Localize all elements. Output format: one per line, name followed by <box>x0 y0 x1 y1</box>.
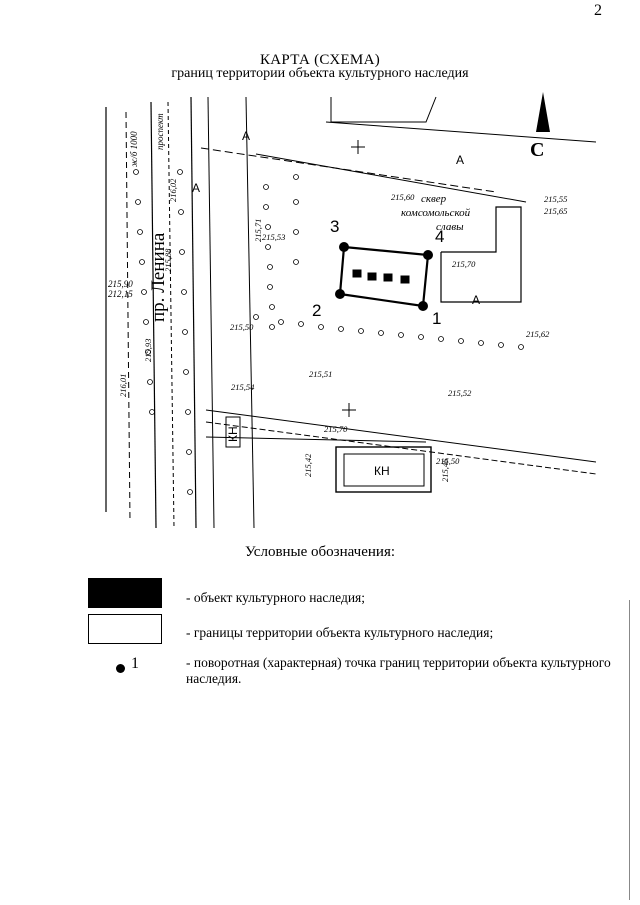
grid-cross <box>342 403 356 417</box>
scan-edge <box>629 600 630 900</box>
square-label: комсомольской <box>401 207 471 219</box>
building-letter: КН <box>226 426 240 442</box>
elevation-mark: 215,65 <box>544 206 567 216</box>
elevation-mark: 216,02 <box>168 178 178 202</box>
point-label-4: 4 <box>435 227 444 246</box>
elevation-mark: 215,53 <box>262 232 285 242</box>
square-label: сквер <box>421 193 447 205</box>
elevation-mark: 216,01 <box>118 374 128 397</box>
legend-item-boundary: - границы территории объекта культурного… <box>186 625 494 640</box>
turning-point-2 <box>335 289 345 299</box>
building-letter: КН <box>374 464 390 478</box>
building-letter: А <box>192 181 200 195</box>
elevation-mark: 215,55 <box>544 194 567 204</box>
heritage-object <box>367 272 377 281</box>
elevation-mark: 215,71 <box>253 219 263 242</box>
building-right <box>440 206 522 303</box>
street-label-small: проспект <box>155 113 165 150</box>
legend-point-number: 1 <box>131 655 139 672</box>
heritage-object <box>383 273 393 282</box>
building-outline <box>330 96 437 123</box>
point-label-3: 3 <box>330 217 339 236</box>
map-subtitle: границ территории объекта культурного на… <box>171 66 469 81</box>
map-title: КАРТА (СХЕМА) <box>259 52 381 68</box>
elevation-mark: 215,88 <box>163 248 173 272</box>
legend-item-point: - поворотная (характерная) точка границ … <box>186 655 611 686</box>
legend-point-icon <box>116 664 125 673</box>
street-line <box>150 101 157 528</box>
elevation-mark: 215,90 <box>108 279 133 289</box>
elevation-mark: 215,50 <box>436 456 460 466</box>
elevation-mark: 215,42 <box>303 453 313 477</box>
heritage-object <box>400 275 410 284</box>
road-line <box>205 421 596 475</box>
point-label-2: 2 <box>312 301 321 320</box>
square-label: славы <box>436 221 464 233</box>
pipe-label: ж/б 1000 <box>129 131 139 167</box>
road-line <box>255 153 527 203</box>
road-line <box>205 409 596 463</box>
legend-swatch-boundary <box>88 614 162 644</box>
elevation-mark: 215,54 <box>231 382 255 392</box>
north-label: С <box>530 139 544 161</box>
road-line <box>325 121 596 143</box>
heritage-object <box>352 269 362 278</box>
north-arrow-icon <box>536 92 550 132</box>
building-kn-inner <box>343 453 425 487</box>
building-kn <box>335 446 432 493</box>
elevation-mark: 215,52 <box>448 388 472 398</box>
turning-point-1 <box>418 301 428 311</box>
elevation-mark: 215,50 <box>230 322 254 332</box>
elevation-mark: 215,60 <box>391 192 415 202</box>
legend-item-object: - объект культурного наследия; <box>186 590 366 605</box>
site-map: С 1 2 3 4 пр. Ленина сквер комсомольской… <box>105 92 596 528</box>
building-letter: А <box>242 129 250 143</box>
building-letter: А <box>456 153 464 167</box>
street-line <box>167 101 175 528</box>
street-line <box>207 96 215 528</box>
elevation-mark: 215,46 <box>440 458 450 482</box>
elevation-mark: 212,15 <box>108 289 133 299</box>
legend-heading: Условные обозначения: <box>244 544 396 560</box>
legend-swatch-object <box>88 578 162 608</box>
elevation-mark: 215,93 <box>143 339 153 362</box>
page-number: 2 <box>594 2 602 19</box>
street-line <box>245 96 255 528</box>
street-line <box>190 96 197 528</box>
building-kn-small <box>225 416 241 448</box>
elevation-mark: 215,70 <box>452 259 476 269</box>
building-letter: А <box>472 293 480 307</box>
turning-point-4 <box>423 250 433 260</box>
street-label: пр. Ленина <box>148 232 169 322</box>
street-line <box>125 111 131 523</box>
grid-cross <box>351 140 365 154</box>
elevation-mark: 215,62 <box>526 329 550 339</box>
elevation-mark: 215,51 <box>309 369 332 379</box>
elevation-mark: 215,70 <box>324 424 348 434</box>
point-label-1: 1 <box>432 309 441 328</box>
road-line <box>205 436 427 443</box>
turning-point-3 <box>339 242 349 252</box>
